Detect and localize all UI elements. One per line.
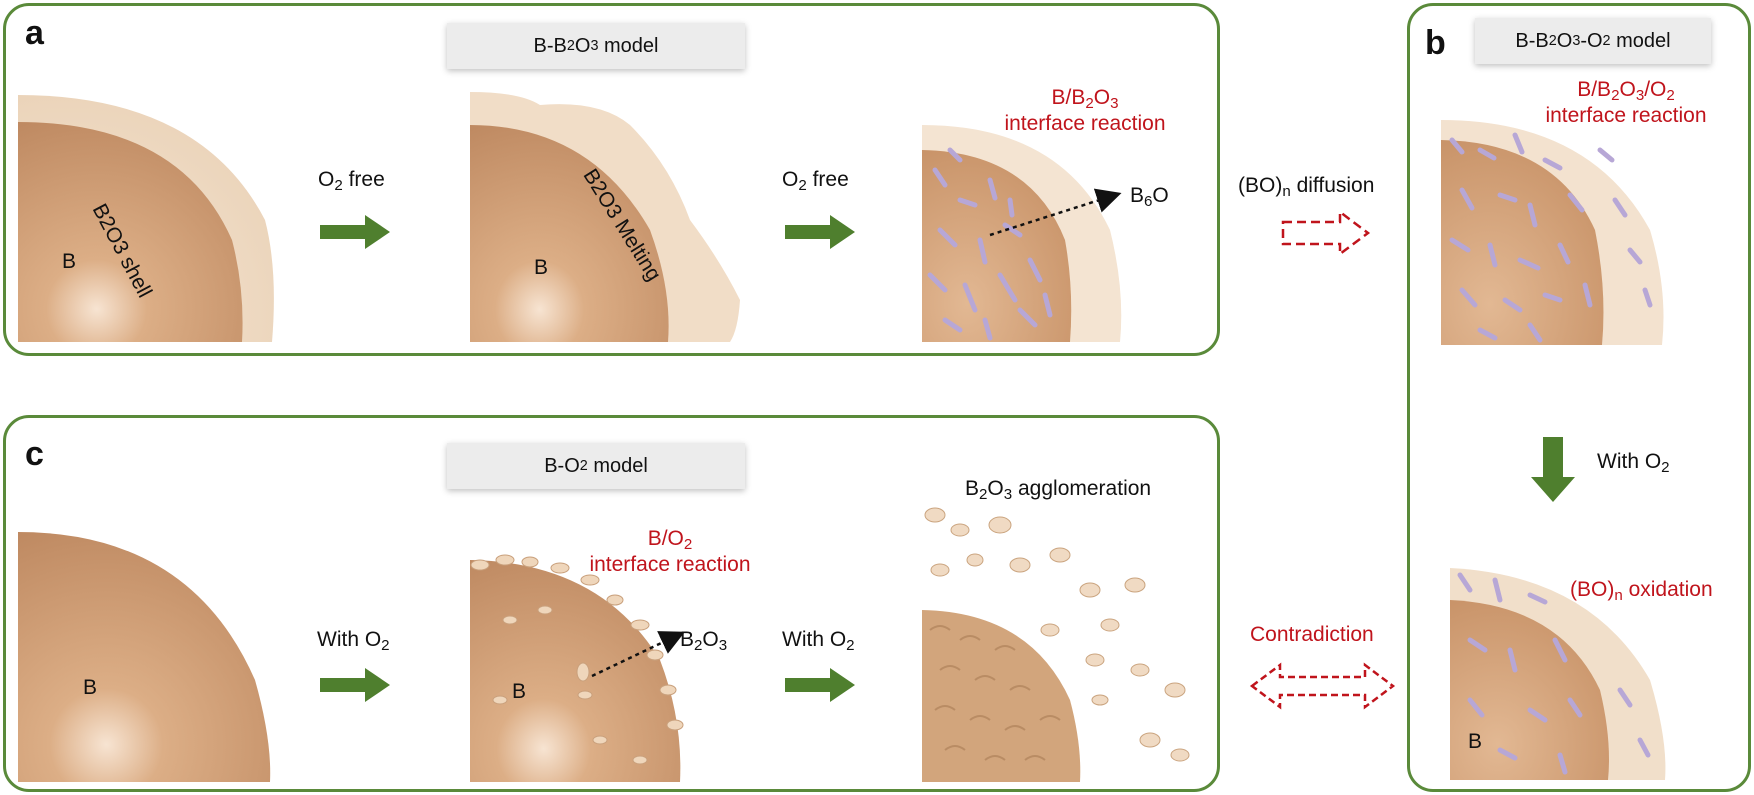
- core-label-c1: B: [83, 676, 98, 699]
- green-process-arrows: [320, 215, 1575, 702]
- boron-cutaway-b6o-rods: [922, 125, 1122, 342]
- panel-b-interface-label: B/B2O3/O2 interface reaction: [1545, 78, 1707, 127]
- oxidation-label: (BO)n oxidation: [1570, 578, 1713, 605]
- boron-particle-melting-shell: [470, 92, 740, 342]
- panel-b-label: b: [1425, 24, 1446, 62]
- panel-b-frame: [1407, 3, 1751, 792]
- b6o-product-label: B6O: [1130, 184, 1169, 211]
- panel-b-step-label: With O2: [1597, 450, 1670, 477]
- panel-c-frame: [3, 415, 1220, 792]
- panel-a-label: a: [25, 14, 44, 52]
- b2o3-agglomeration-particle: [922, 507, 1190, 782]
- contradiction-double-arrow-icon: [1249, 662, 1396, 710]
- boron-particle-surface-flakes: [470, 554, 686, 782]
- panel-c-label: c: [25, 435, 44, 473]
- bare-boron-particle: [18, 532, 271, 782]
- panel-a-interface-label: B/B2O3 interface reaction: [1004, 86, 1166, 135]
- panel-c-interface-label: B/O2 interface reaction: [589, 527, 751, 576]
- b2o3-product-label: B2O3: [680, 628, 728, 655]
- boron-cutaway-oxidation: [1450, 568, 1666, 780]
- core-label-a1: B: [62, 250, 77, 273]
- core-label-a2: B: [534, 256, 549, 279]
- panel-a-step1-label: O2 free: [318, 168, 385, 195]
- diffusion-label: (BO)n diffusion: [1238, 174, 1375, 201]
- boron-cutaway-many-rods: [1441, 120, 1664, 345]
- boron-particle-with-shell: [18, 95, 274, 342]
- panel-c-step1-label: With O2: [317, 628, 390, 655]
- panel-a-step2-label: O2 free: [782, 168, 849, 195]
- panel-a-frame: [3, 3, 1220, 356]
- agglomeration-label: B2O3 agglomeration: [965, 477, 1152, 504]
- panel-c-step2-label: With O2: [782, 628, 855, 655]
- core-label-b: B: [1468, 730, 1483, 753]
- diffusion-arrow-icon: [1281, 209, 1371, 257]
- core-label-c2: B: [512, 680, 527, 703]
- contradiction-label: Contradiction: [1250, 623, 1374, 646]
